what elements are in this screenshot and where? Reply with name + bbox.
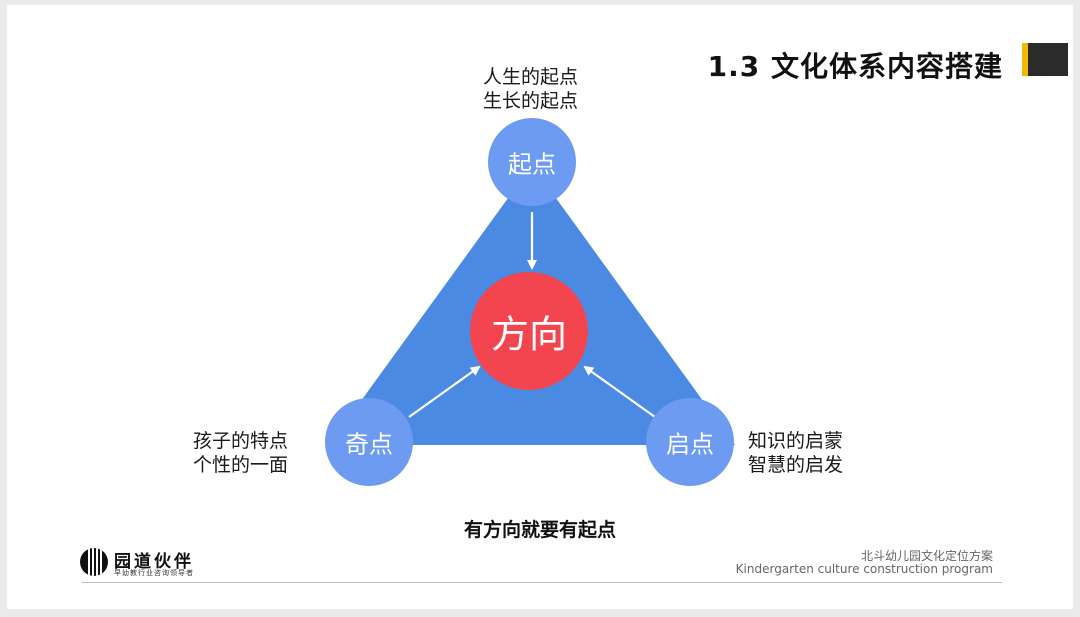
node-top-notes: 人生的起点 生长的起点 [483,65,578,113]
note-line: 知识的启蒙 [748,430,844,452]
brand-logo: 园道伙伴 早幼教行业咨询领导者 [80,545,280,581]
logo-name: 园道伙伴 [114,552,194,572]
note-line: 智慧的启发 [748,454,844,476]
footer-divider [82,582,1002,583]
title-accent-block [1028,43,1068,76]
center-label: 方向 [490,312,568,357]
diagram-caption: 有方向就要有起点 [463,519,616,541]
note-line: 生长的起点 [483,90,579,112]
logo-tagline: 早幼教行业咨询领导者 [114,569,194,577]
center-circle [470,272,588,390]
node-right-circle [646,398,734,486]
node-top-circle [488,118,576,206]
triangle-diagram [325,118,735,486]
node-left-label: 奇点 [345,430,393,459]
title-accent-bar [1022,43,1028,76]
arrow-left-to-center [408,365,481,418]
node-right-label: 启点 [666,430,714,459]
arrow-right-to-center [583,365,656,418]
logo-icon [80,548,108,576]
note-line: 孩子的特点 [193,430,289,452]
page-title: 1.3 文化体系内容搭建 [707,50,1003,83]
node-top-label: 起点 [508,150,556,179]
footer-title-cn: 北斗幼儿园文化定位方案 [860,549,993,563]
node-left-notes: 孩子的特点 个性的一面 [193,429,288,477]
slide: 1.3 文化体系内容搭建 起点 奇点 启点 方向 人生的起点 生长的起点 孩子的… [7,5,1073,609]
note-line: 人生的起点 [483,66,579,88]
node-left-circle [325,398,413,486]
note-line: 个性的一面 [193,454,289,476]
footer-title-en: Kindergarten culture construction progra… [735,562,993,576]
node-right-notes: 知识的启蒙 智慧的启发 [748,429,843,477]
